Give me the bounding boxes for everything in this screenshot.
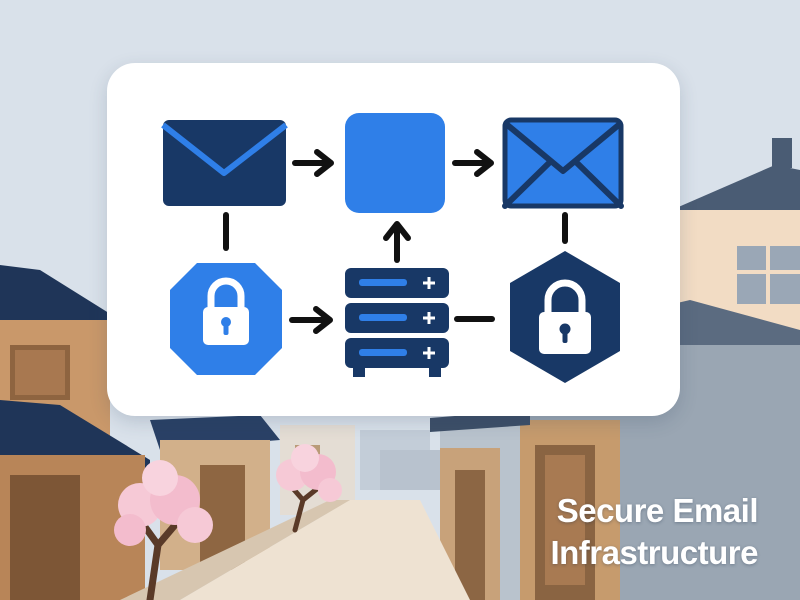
cherry-tree-left [114, 460, 213, 600]
caption-line-1: Secure Email [556, 492, 759, 529]
lock-octagon-icon [170, 263, 282, 375]
street-building-right-door [455, 470, 485, 600]
square-block-icon [345, 113, 445, 213]
server-rack-icon [345, 268, 449, 377]
lock-hexagon-icon [510, 251, 620, 383]
street [180, 500, 470, 600]
distant-building [380, 450, 440, 490]
right-shop-lattice [545, 455, 585, 585]
cherry-tree-right [276, 444, 342, 533]
open-envelope-icon [502, 117, 624, 209]
caption-line-2: Infrastructure [550, 534, 758, 571]
diagram-card [107, 63, 680, 416]
sidewalk-left [120, 500, 350, 600]
caption: Secure Email Infrastructure [550, 490, 758, 574]
arrow-right-icon [289, 306, 333, 334]
email-flow-diagram [161, 113, 624, 383]
left-house-door [10, 475, 80, 600]
arrow-right-icon [452, 149, 494, 177]
chimney [772, 138, 792, 168]
arrow-right-icon [292, 149, 334, 177]
envelope-icon [161, 120, 288, 206]
left-house-lattice [15, 350, 65, 395]
arrow-up-icon [383, 221, 411, 263]
